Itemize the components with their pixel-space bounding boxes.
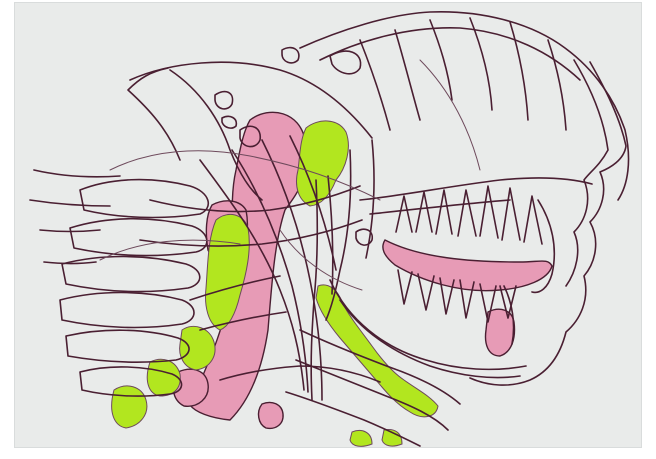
pink-lower-piece-2 — [259, 402, 284, 428]
paper-sheet — [15, 3, 641, 447]
green-c4 — [147, 359, 180, 396]
